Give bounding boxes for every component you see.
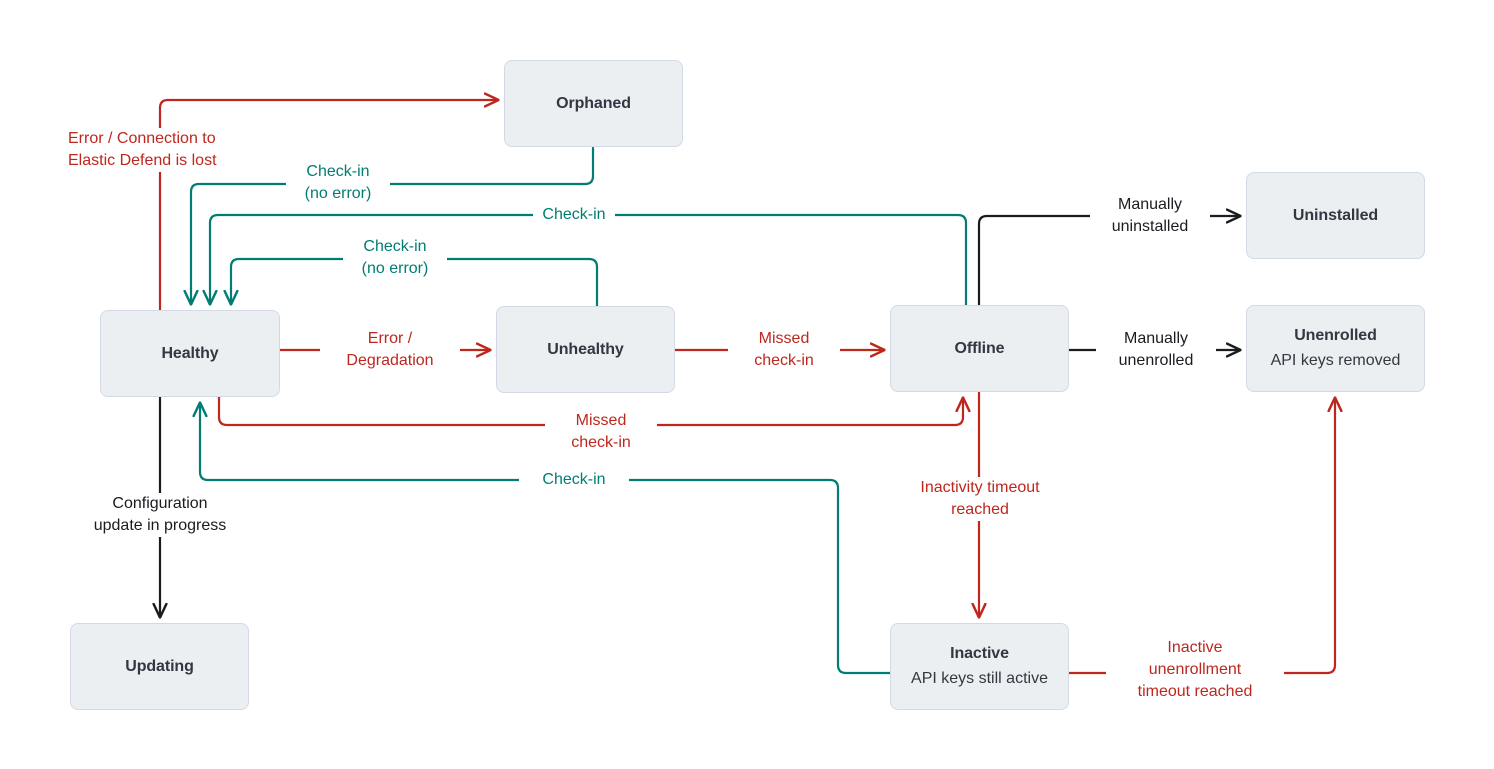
edge-label-unhealthy-to-healthy: Check-in (no error) [343,236,447,280]
edge-healthy-to-orphaned [158,100,498,312]
edge-label-healthy-to-updating: Configuration update in progress [64,493,256,537]
node-uninstalled[interactable]: Uninstalled [1246,172,1425,259]
edge-label-offline-to-uninstalled: Manually uninstalled [1090,194,1210,238]
edge-label-orphaned-to-healthy: Check-in (no error) [286,161,390,205]
edge-label-healthy-to-orphaned: Error / Connection to Elastic Defend is … [62,128,248,172]
node-uninstalled-title: Uninstalled [1292,206,1379,224]
node-orphaned-title: Orphaned [556,94,631,112]
node-inactive-title: Inactive [950,644,1009,662]
edge-label-healthy-to-unhealthy: Error / Degradation [320,328,460,372]
node-inactive-subtitle: API keys still active [911,669,1048,687]
node-inactive[interactable]: Inactive API keys still active [890,623,1069,710]
edge-inactive-to-unenrolled [1067,398,1335,675]
edge-offline-to-uninstalled [977,216,1240,307]
edge-label-offline-to-unenrolled: Manually unenrolled [1096,328,1216,372]
edge-inactive-to-healthy [200,403,892,675]
edge-label-unhealthy-to-offline: Missed check-in [728,328,840,372]
node-unhealthy[interactable]: Unhealthy [496,306,675,393]
node-unenrolled-subtitle: API keys removed [1270,351,1401,369]
node-updating-title: Updating [125,657,194,675]
edge-label-inactive-to-unenrolled: Inactive unenrollment timeout reached [1106,637,1284,703]
node-unenrolled-title: Unenrolled [1294,326,1377,344]
edge-label-offline-to-inactive: Inactivity timeout reached [892,477,1068,521]
edge-label-offline-to-healthy: Check-in [533,204,615,226]
node-unenrolled[interactable]: Unenrolled API keys removed [1246,305,1425,392]
node-healthy-title: Healthy [161,344,219,362]
edge-orphaned-to-healthy [191,146,595,304]
edge-label-healthy-to-offline: Missed check-in [545,410,657,454]
node-healthy[interactable]: Healthy [100,310,280,397]
node-offline[interactable]: Offline [890,305,1069,392]
edge-label-inactive-to-healthy: Check-in [519,469,629,491]
node-offline-title: Offline [954,339,1005,357]
node-unhealthy-title: Unhealthy [547,340,624,358]
node-orphaned[interactable]: Orphaned [504,60,683,147]
node-updating[interactable]: Updating [70,623,249,710]
